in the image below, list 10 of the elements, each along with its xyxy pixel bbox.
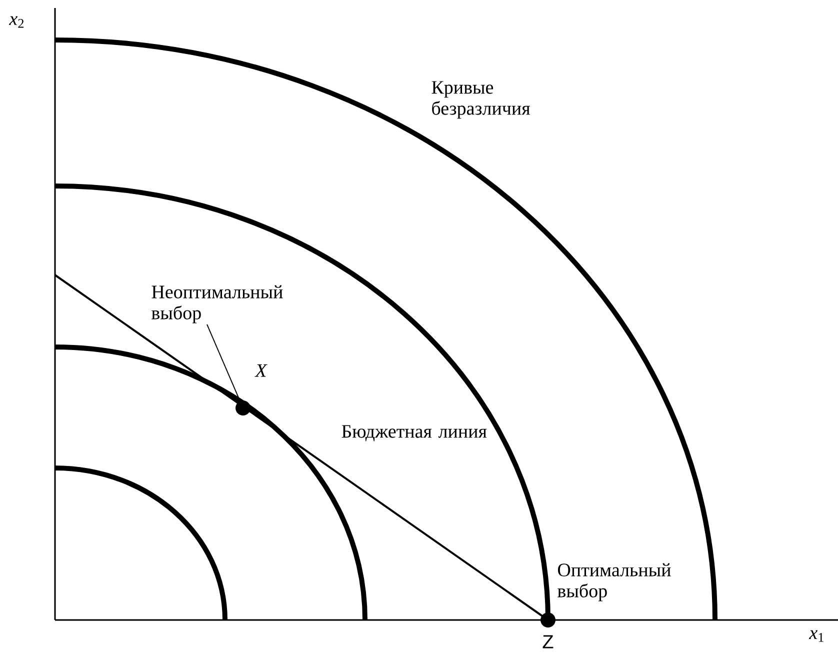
point-label: Z [542, 635, 554, 648]
annotation-text: Неоптимальный выбор [152, 285, 283, 324]
point-label: X [254, 364, 268, 377]
curve-label: Кривые безразличия [432, 81, 530, 119]
axis-label: x$_{1}$ [808, 630, 824, 642]
point-marker [236, 400, 250, 416]
axis-label: x$_{2}$ [8, 16, 24, 28]
point-marker [540, 612, 556, 628]
curve-label: Бюджетная линия [342, 425, 487, 442]
point-label: Оптимальный выбор [558, 563, 671, 602]
